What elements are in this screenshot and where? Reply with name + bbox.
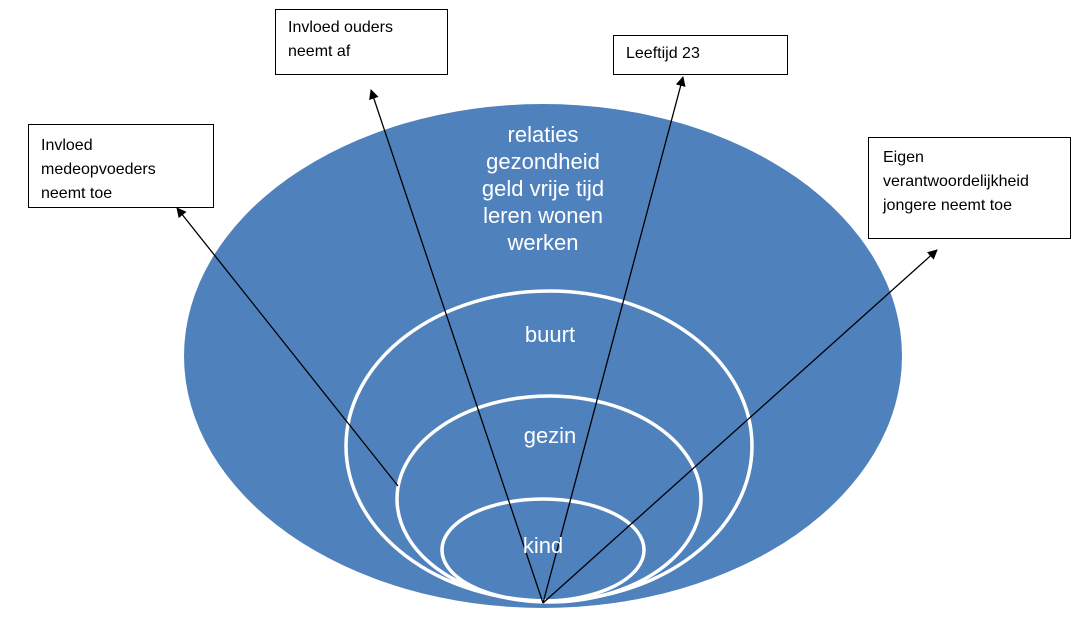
ring-label-gezin: gezin bbox=[523, 423, 577, 448]
ring-label-buurt: buurt bbox=[524, 322, 576, 347]
callout-line: neemt toe bbox=[41, 185, 113, 202]
arrow-to-ouders bbox=[369, 89, 544, 604]
callout-line: Eigen bbox=[883, 149, 924, 166]
arrow-to-eigen-verantwoordelijkheid bbox=[542, 249, 938, 604]
outer-line: gezondheid bbox=[486, 149, 600, 174]
outer-circle-text: relaties gezondheid geld vrije tijd lere… bbox=[443, 121, 643, 256]
callout-leeftijd: Leeftijd 23 bbox=[613, 35, 788, 75]
callout-invloed-ouders: Invloed ouders neemt af bbox=[275, 9, 448, 75]
callout-invloed-medeopvoeders: Invloed medeopvoeders neemt toe bbox=[28, 124, 214, 208]
arrow-to-medeopvoeders bbox=[176, 207, 399, 487]
outer-line: relaties bbox=[507, 122, 579, 147]
arrow-to-leeftijd bbox=[542, 76, 686, 604]
callout-line: neemt af bbox=[288, 43, 351, 60]
outer-line: geld vrije tijd bbox=[481, 176, 605, 201]
callout-line: jongere neemt toe bbox=[883, 197, 1012, 214]
callout-eigen-verantwoordelijkheid: Eigen verantwoordelijkheid jongere neemt… bbox=[868, 137, 1071, 239]
outer-line: leren wonen bbox=[483, 203, 603, 228]
callout-line: medeopvoeders bbox=[41, 161, 156, 178]
callout-line: Leeftijd 23 bbox=[626, 45, 700, 62]
outer-line: werken bbox=[507, 230, 579, 255]
callout-line: Invloed ouders bbox=[288, 19, 393, 36]
callout-line: Invloed bbox=[41, 137, 93, 154]
outer-circle bbox=[184, 104, 902, 608]
ring-label-kind: kind bbox=[522, 533, 564, 558]
callout-line: verantwoordelijkheid bbox=[883, 173, 1029, 190]
